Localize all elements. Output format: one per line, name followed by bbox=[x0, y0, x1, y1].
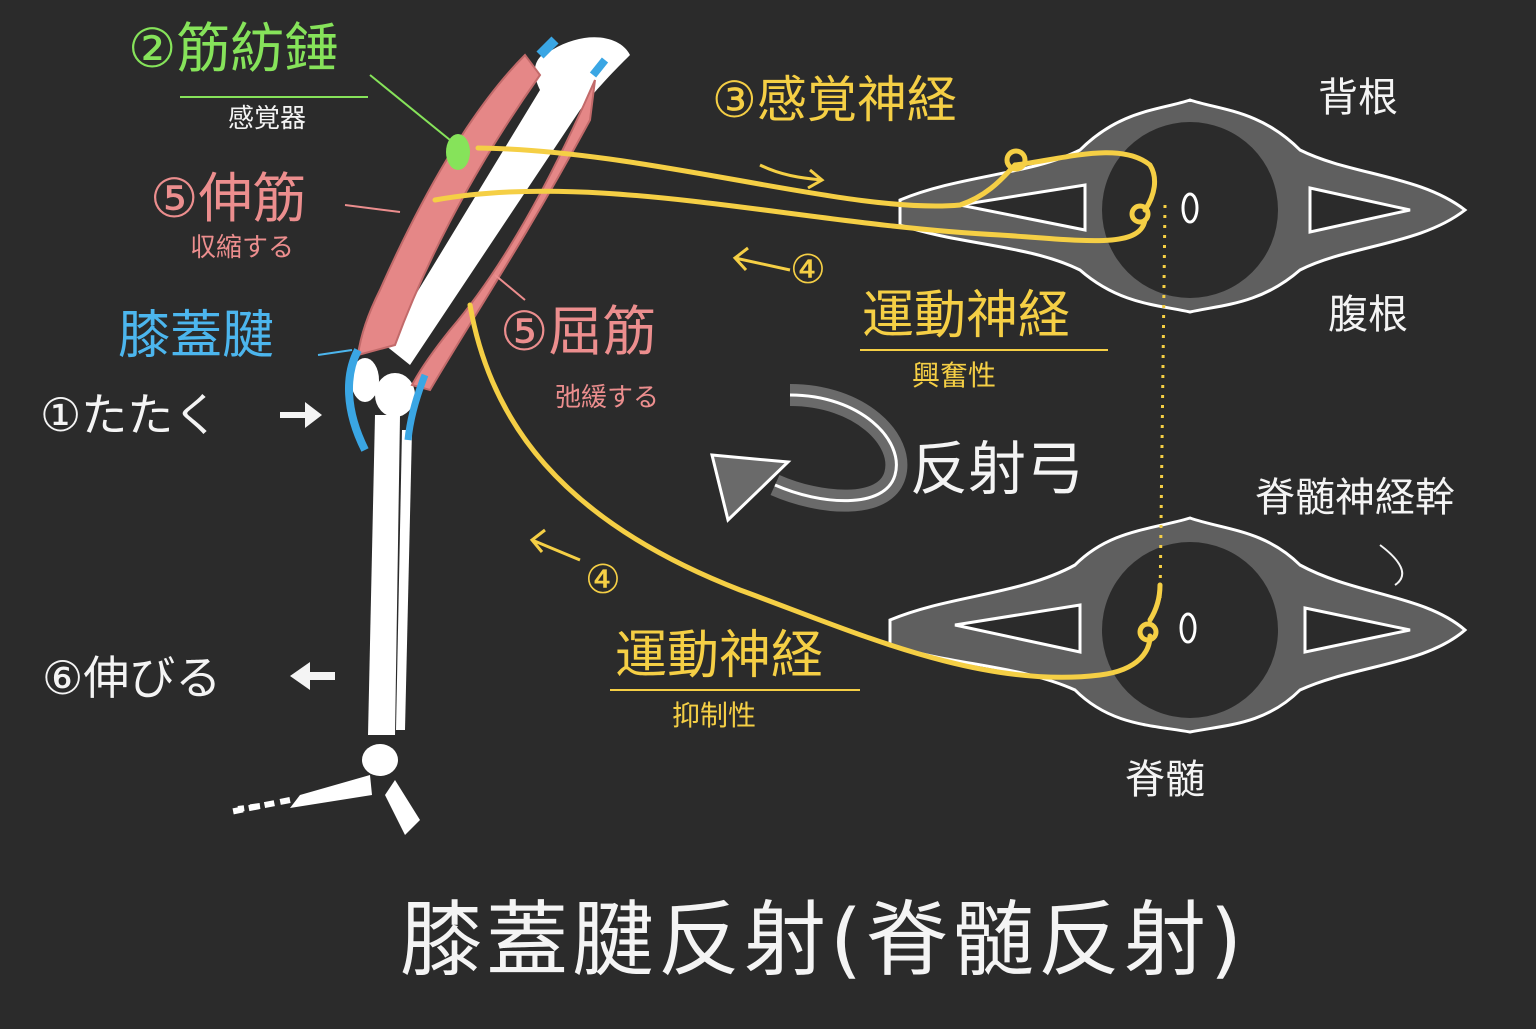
patellar-tendon-label: 膝蓋腱 bbox=[118, 306, 275, 366]
motor-nerve-top-sublabel: 興奮性 bbox=[912, 359, 997, 392]
reflex-arc-label: 反射弓 bbox=[910, 435, 1085, 503]
extensor-sublabel: 収縮する bbox=[190, 233, 295, 263]
sensory-nerve-label: ③感覚神経 bbox=[712, 71, 957, 129]
tap-label: ①たたく bbox=[40, 388, 220, 442]
sensory-nerve bbox=[475, 145, 1018, 209]
leg-bones bbox=[229, 37, 630, 835]
extensor-label: ⑤伸筋 bbox=[150, 167, 307, 230]
page-title: 膝蓋腱反射(脊髄反射) bbox=[400, 893, 1246, 988]
extend-arrow bbox=[290, 662, 335, 690]
motor-nerve-top-label: 運動神経 bbox=[862, 286, 1071, 346]
flexor-sublabel: 弛緩する bbox=[555, 383, 660, 413]
spinal-nerve-trunk-label: 脊髄神経幹 bbox=[1255, 475, 1455, 521]
muscle-spindle-mark bbox=[446, 134, 470, 170]
extend-label: ⑥伸びる bbox=[42, 651, 222, 705]
reflex-arc-arrow bbox=[710, 384, 908, 523]
motor-nerve-bottom bbox=[467, 302, 1153, 680]
ventral-root-label: 腹根 bbox=[1328, 292, 1408, 338]
interneuron-dotted-line bbox=[1158, 204, 1167, 606]
tap-arrow bbox=[280, 402, 322, 428]
motor-nerve-top bbox=[432, 188, 1148, 244]
motor-nerve-top-number: ④ bbox=[790, 247, 826, 293]
motor-nerve-bottom-label: 運動神経 bbox=[615, 626, 824, 686]
flexor-label: ⑤屈筋 bbox=[500, 300, 657, 363]
spinal-cord-section-top bbox=[898, 98, 1468, 314]
motor-nerve-bottom-number: ④ bbox=[585, 557, 621, 603]
spinal-cord-section-bottom bbox=[888, 516, 1468, 734]
nerves bbox=[432, 145, 1163, 680]
motor-nerve-bottom-sublabel: 抑制性 bbox=[672, 699, 757, 732]
muscle-spindle-sublabel: 感覚器 bbox=[228, 104, 307, 134]
muscle-spindle-label: ②筋紡錘 bbox=[128, 17, 339, 80]
patellar-tendon-line bbox=[344, 348, 369, 452]
dorsal-root-label: 背根 bbox=[1318, 75, 1398, 121]
spinal-cord-label: 脊髄 bbox=[1125, 757, 1205, 803]
